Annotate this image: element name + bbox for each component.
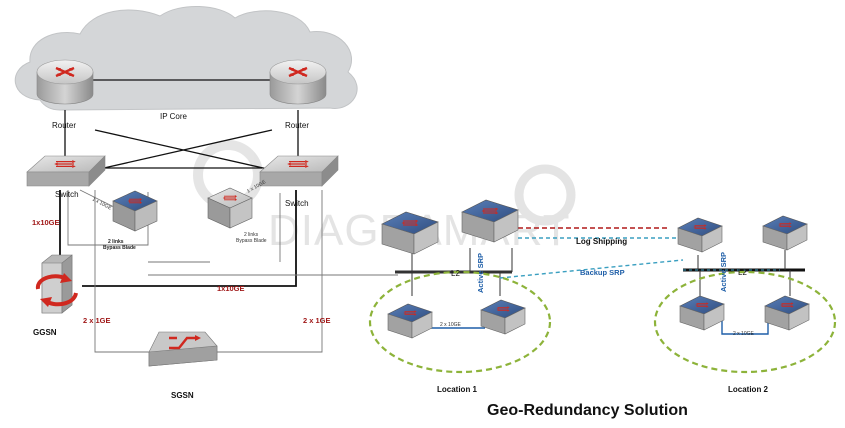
link-1x10ge-vertical-label: 1x10GE <box>32 218 60 227</box>
ggsn-device[interactable] <box>35 254 78 314</box>
loc1-link-label: 2 x 10GE <box>440 322 462 328</box>
bypass-arrows-icon <box>127 197 143 205</box>
router-left[interactable] <box>36 59 94 105</box>
backup-srp-link <box>499 259 684 279</box>
backup-srp-label: Backup SRP <box>580 268 625 277</box>
srp-box-loc1-bottom-left[interactable] <box>387 303 433 339</box>
router-right-label: Router <box>285 121 309 130</box>
sgsn-device[interactable] <box>148 331 218 367</box>
srp-arrows-icon <box>692 223 708 231</box>
link-1x10ge-horizontal-label: 1x10GE <box>217 284 245 293</box>
bypass-blade-left-label-2: Bypass Blade <box>103 245 136 251</box>
router-right[interactable] <box>269 59 327 105</box>
srp-arrows-icon <box>694 301 710 309</box>
router-left-label: Router <box>52 121 76 130</box>
location-1-boundary <box>368 270 552 374</box>
switch-right[interactable] <box>259 155 339 187</box>
srp-arrows-icon <box>779 301 795 309</box>
srp-box-loc2-bottom-left[interactable] <box>679 295 725 331</box>
ggsn-switch-right-link <box>82 190 297 287</box>
link-1x10ge-small-label: 1 x 10GE <box>91 196 113 211</box>
links-right <box>395 227 805 335</box>
sgsn-label: SGSN <box>171 391 194 400</box>
active-srp-right-label: Active SRP <box>719 252 728 292</box>
bypass-blade-left-label-1: 2 links <box>108 239 124 245</box>
l2-right-label: L2 <box>738 268 747 277</box>
link-2x1ge-left-label: 2 x 1GE <box>83 316 111 325</box>
ggsn-label: GGSN <box>33 328 57 337</box>
location-2-boundary <box>653 270 837 374</box>
sgsn-arrows-icon <box>169 335 201 350</box>
location-2-label: Location 2 <box>728 385 769 394</box>
switch-left[interactable] <box>26 155 106 187</box>
bypass-arrows-icon <box>222 194 238 202</box>
srp-box-loc1-top-left[interactable] <box>381 211 439 255</box>
links-core <box>59 79 299 287</box>
switch-arrows-icon <box>286 159 310 169</box>
switch-left-label: Switch <box>55 190 79 199</box>
cross-link-b <box>94 129 273 171</box>
ggsn-refresh-icon <box>35 273 78 307</box>
bypass-blade-right-label-2: Bypass Blade <box>236 238 267 244</box>
bypass-blade-right-label-1: 2 links <box>244 232 259 238</box>
srp-arrows-icon <box>777 221 793 229</box>
srp-box-loc2-bottom-right[interactable] <box>764 295 810 331</box>
link-2x1ge-right-label: 2 x 1GE <box>303 316 331 325</box>
srp-box-loc1-top-right[interactable] <box>461 199 519 243</box>
switch-arrows-icon <box>53 159 77 169</box>
srp-box-loc1-bottom-right[interactable] <box>480 299 526 335</box>
srp-arrows-icon <box>495 305 511 313</box>
srp-box-loc2-top-right[interactable] <box>762 215 808 251</box>
location-1-label: Location 1 <box>437 385 478 394</box>
bypass-blade-right[interactable] <box>207 187 253 229</box>
l2-left-label: L2 <box>451 269 460 278</box>
ip-core-label: IP Core <box>160 112 188 121</box>
diagram-title: Geo-Redundancy Solution <box>487 402 688 419</box>
srp-arrows-icon <box>402 309 418 317</box>
srp-arrows-icon <box>400 219 420 227</box>
srp-box-loc2-top-left[interactable] <box>677 217 723 253</box>
switch-right-label: Switch <box>285 199 309 208</box>
loc2-link-label: 2 x 10GE <box>733 331 755 337</box>
log-shipping-label: Log Shipping <box>576 237 627 246</box>
srp-arrows-icon <box>480 207 500 215</box>
bypass-blade-left[interactable] <box>112 190 158 232</box>
active-srp-left-label: Active SRP <box>476 253 485 293</box>
